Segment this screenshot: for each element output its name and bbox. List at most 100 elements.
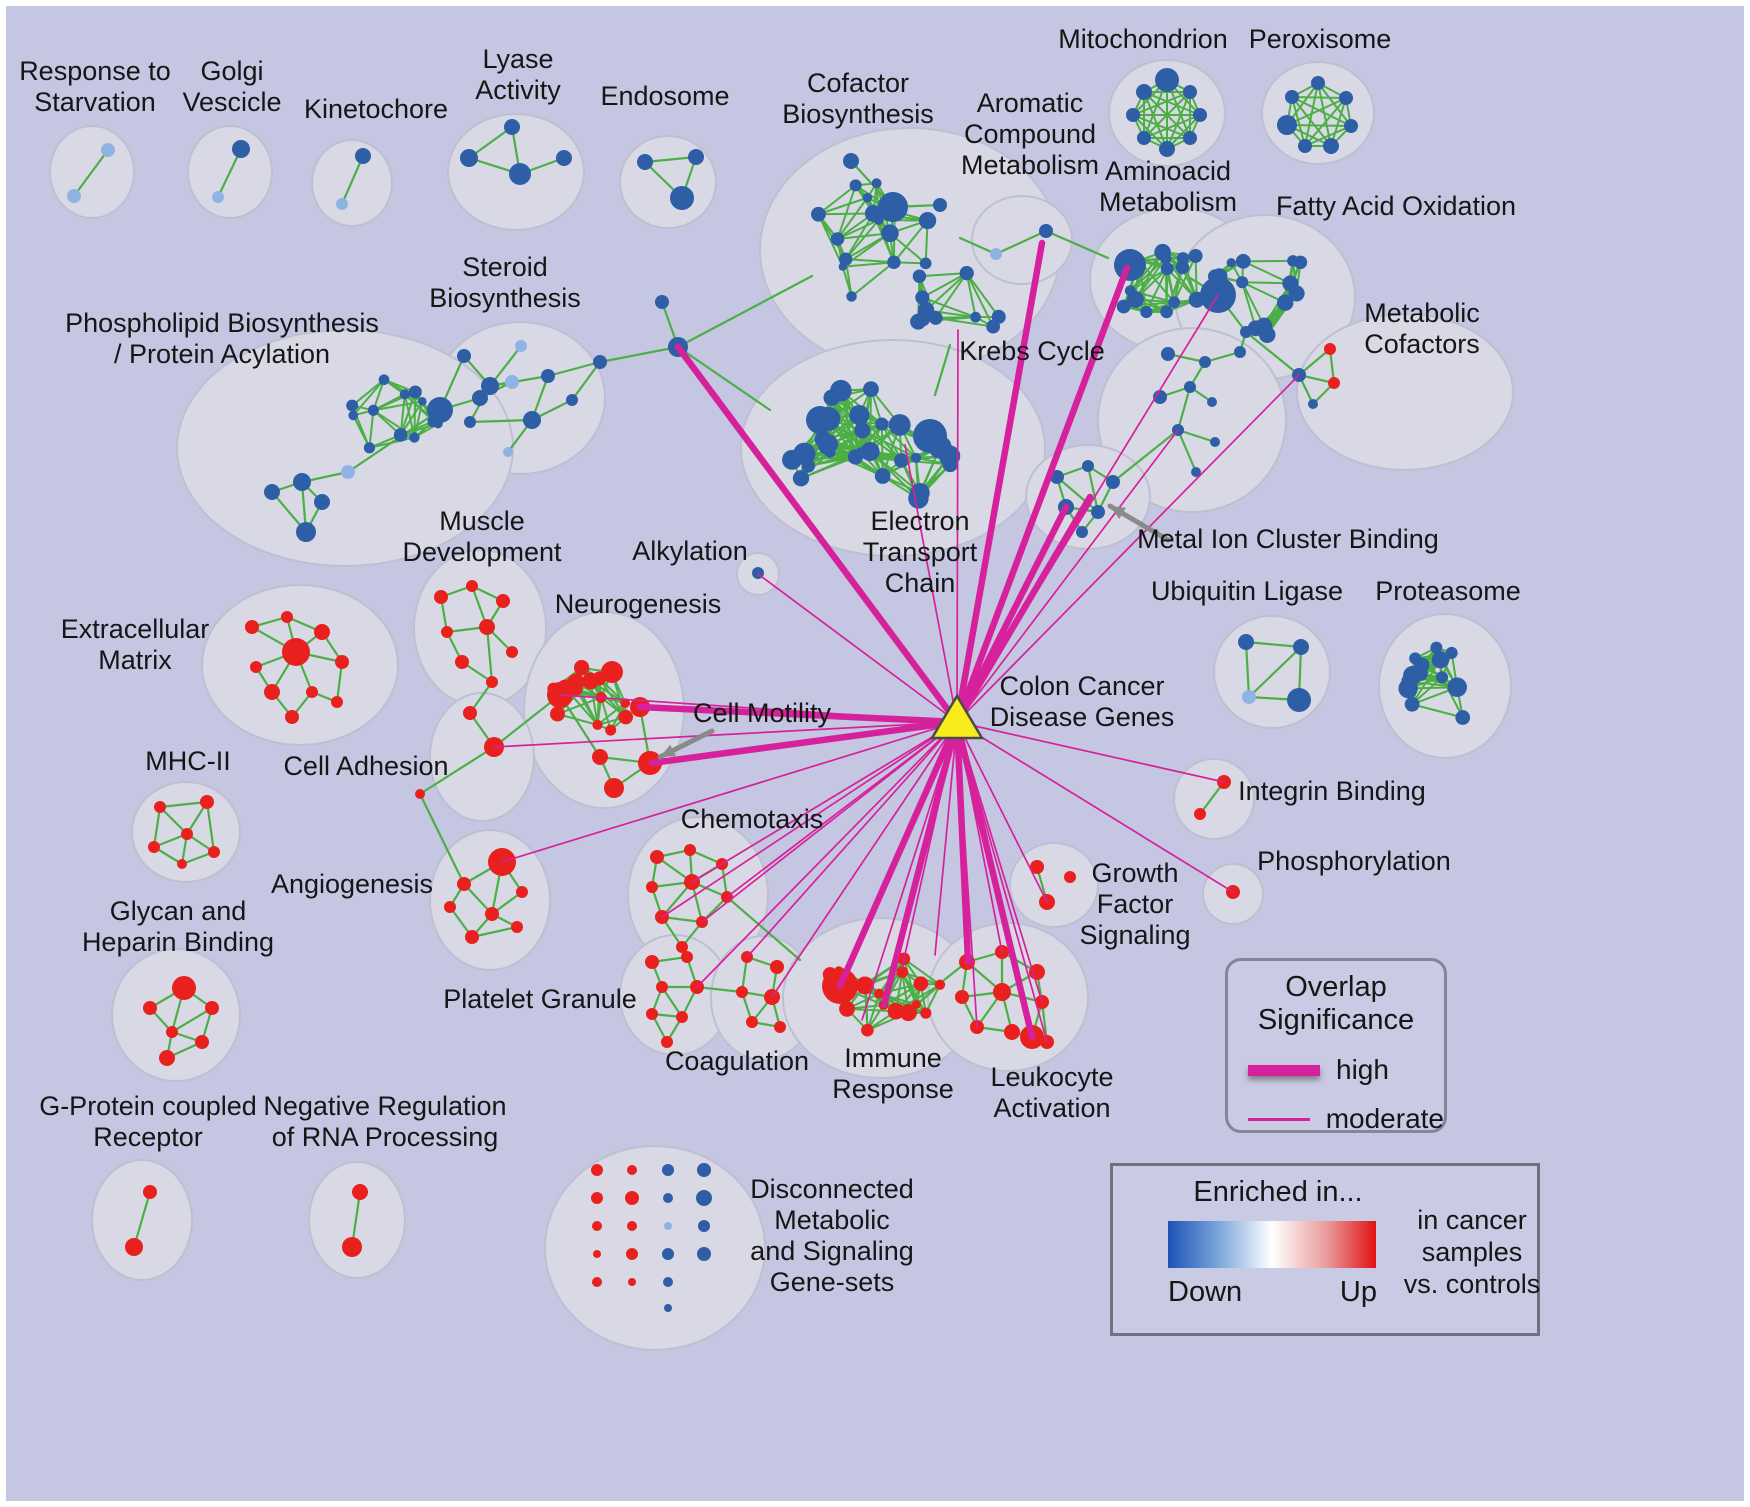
network-edge [880,423,917,459]
network-edge [839,389,863,454]
network-node [918,211,937,230]
network-node [1183,131,1197,145]
significance-edge-moderate [757,573,958,723]
network-node [143,1185,157,1199]
high-significance-line-sample [1248,1064,1320,1076]
network-node [628,1278,636,1286]
cluster-bubble-disconnected-gene-sets [544,1145,766,1351]
significance-edge-high [953,718,1036,1041]
network-node [592,1277,602,1287]
network-node [1323,138,1339,154]
network-edge [403,393,416,439]
network-node [331,696,343,708]
network-edge [1304,97,1347,147]
network-node [928,311,943,325]
cluster-label-ubiquitin-ligase: Ubiquitin Ligase [1151,576,1343,606]
network-node [822,967,838,982]
network-node [481,377,499,395]
network-node [506,646,518,658]
network-node [485,907,499,921]
network-node [854,422,871,439]
network-node [863,381,879,398]
cluster-label-integrin-binding: Integrin Binding [1238,776,1426,806]
network-node [955,990,969,1004]
network-edge [844,258,895,264]
network-node [205,1001,219,1015]
cluster-bubble-integrin-binding [1173,758,1255,840]
network-edge [340,154,365,206]
network-node [1116,299,1131,314]
network-node [874,468,891,484]
network-edge [1176,428,1198,474]
network-node [934,979,946,990]
network-edge [836,184,857,241]
network-node [627,1221,637,1231]
network-edge [1304,125,1352,147]
cluster-bubble-aromatic-compound-metabolism [971,195,1073,285]
network-node [1277,115,1297,135]
network-edge [902,957,941,986]
network-node [861,1023,874,1037]
network-node [409,432,420,443]
network-node [250,661,262,673]
legend-overlap-title-line1: Overlap [1285,971,1387,1003]
network-edge [934,272,968,319]
network-edge [1111,428,1180,484]
cluster-label-alkylation: Alkylation [632,536,748,566]
network-node [341,465,355,479]
network-node [523,411,541,429]
network-node [1293,639,1309,655]
network-edge [1203,350,1242,364]
network-edge [1247,645,1303,699]
network-edge [643,155,698,164]
network-node [355,148,371,164]
network-edge [817,213,844,268]
network-node [770,960,784,974]
arrows-layer [657,503,1171,760]
network-node [1168,296,1181,309]
network-node [625,1191,639,1205]
network-node [166,1026,178,1038]
network-node [645,955,659,969]
network-node [418,397,427,406]
network-edge [725,895,802,962]
network-edge [368,409,375,449]
network-node [509,163,531,185]
significance-edge-moderate [661,721,958,918]
network-edge [844,212,875,261]
legend-enriched-note-line2: samples [1421,1237,1523,1267]
network-node [1226,258,1236,268]
network-node [441,626,453,638]
network-node [1344,119,1358,133]
network-edge [660,985,684,1019]
network-node [896,966,909,978]
network-edge [598,345,680,364]
network-node [592,749,608,765]
network-node [817,434,838,455]
significance-edge-moderate [771,721,958,998]
enrichment-up-label: Up [1339,1276,1377,1308]
network-node [282,638,310,666]
network-node [336,198,348,210]
network-node [181,828,193,840]
network-edge [918,272,968,278]
network-node [547,682,560,696]
cluster-label-kinetochore: Kinetochore [304,94,448,124]
network-node [1436,671,1449,684]
network-node [1039,224,1053,238]
network-node [1339,91,1353,105]
network-node [1277,294,1294,311]
network-node [444,901,456,913]
network-node [285,710,299,724]
network-node [335,655,349,669]
network-node [847,449,864,465]
network-node [662,1248,674,1260]
network-node [656,981,668,993]
network-node [566,394,578,406]
network-node [516,886,528,898]
callout-arrowhead [660,744,676,757]
